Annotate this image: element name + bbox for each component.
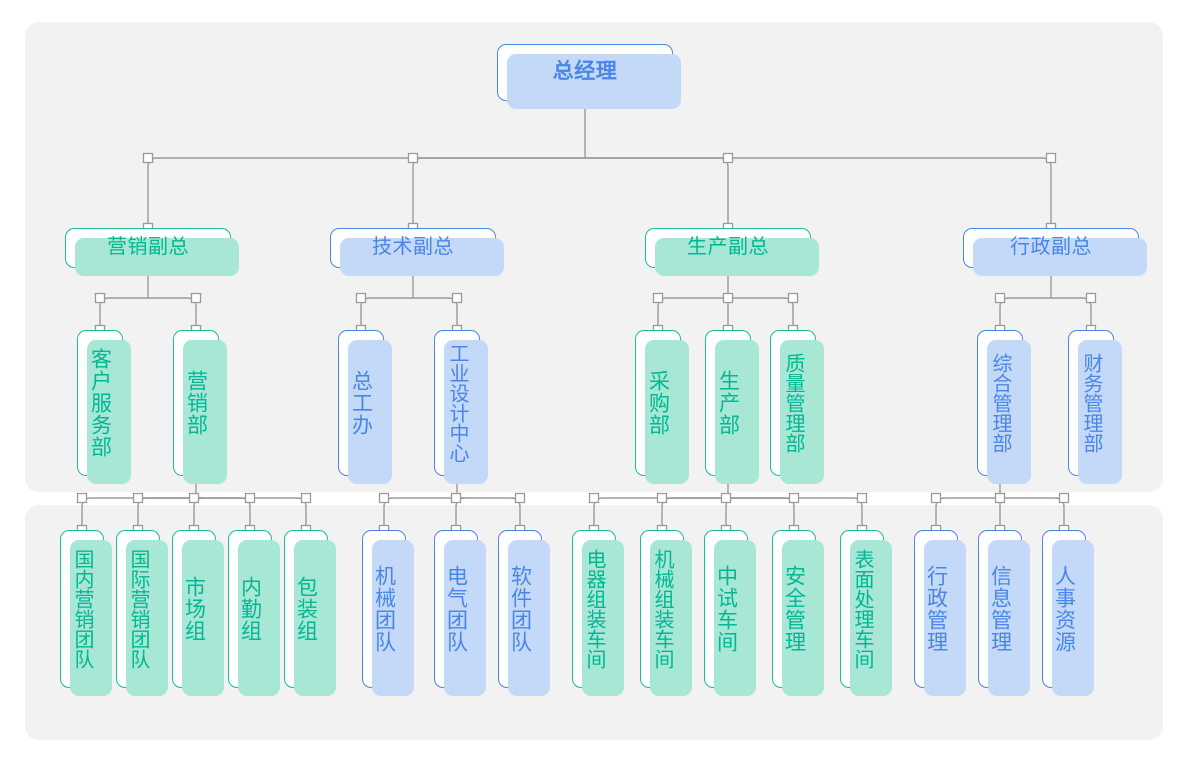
- node-team-mechanical[interactable]: 机械团队: [362, 530, 414, 696]
- node-team-software[interactable]: 软件团队: [498, 530, 550, 696]
- node-label: 国内营销团队: [71, 549, 93, 669]
- node-label: 电器组装车间: [583, 549, 605, 669]
- node-shadow: [714, 540, 756, 696]
- node-shadow: [182, 540, 224, 696]
- node-label: 营销副总: [107, 236, 189, 259]
- node-label: 表面处理车间: [851, 549, 873, 669]
- node-dept-customer-service[interactable]: 客户服务部: [77, 330, 131, 484]
- node-vp-marketing[interactable]: 营销副总: [65, 228, 239, 276]
- node-team-safety-management[interactable]: 安全管理: [772, 530, 824, 696]
- node-label: 内勤组: [238, 576, 262, 642]
- node-shadow: [782, 540, 824, 696]
- node-team-electrical[interactable]: 电气团队: [434, 530, 486, 696]
- node-label: 行政副总: [1010, 236, 1092, 259]
- node-label: 行政管理: [924, 565, 948, 653]
- node-dept-industrial-design-center[interactable]: 工业设计中心: [434, 330, 488, 484]
- node-team-international-marketing[interactable]: 国际营销团队: [116, 530, 168, 696]
- node-team-packaging-group[interactable]: 包装组: [284, 530, 336, 696]
- node-team-market-group[interactable]: 市场组: [172, 530, 224, 696]
- node-shadow: [655, 238, 819, 276]
- node-shadow: [715, 340, 759, 484]
- node-vp-production[interactable]: 生产副总: [645, 228, 819, 276]
- node-shadow: [340, 238, 504, 276]
- node-label: 人事资源: [1052, 565, 1076, 653]
- node-label: 软件团队: [508, 565, 532, 653]
- node-label: 采购部: [646, 370, 670, 436]
- node-shadow: [444, 340, 488, 484]
- node-shadow: [87, 340, 131, 484]
- node-shadow: [70, 540, 112, 696]
- node-dept-finance-management[interactable]: 财务管理部: [1068, 330, 1122, 484]
- node-shadow: [75, 238, 239, 276]
- node-shadow: [582, 540, 624, 696]
- node-root[interactable]: 总经理: [497, 44, 681, 109]
- node-shadow: [780, 340, 824, 484]
- node-label: 机械组装车间: [651, 549, 673, 669]
- node-shadow: [987, 340, 1031, 484]
- node-label: 生产部: [716, 370, 740, 436]
- node-shadow: [126, 540, 168, 696]
- node-team-information-management[interactable]: 信息管理: [978, 530, 1030, 696]
- node-shadow: [645, 340, 689, 484]
- node-label: 中试车间: [714, 565, 738, 653]
- node-dept-general-management[interactable]: 综合管理部: [977, 330, 1031, 484]
- node-shadow: [294, 540, 336, 696]
- node-label: 机械团队: [372, 565, 396, 653]
- node-label: 信息管理: [988, 565, 1012, 653]
- node-label: 总工办: [349, 370, 373, 436]
- node-shadow: [973, 238, 1147, 276]
- node-dept-chief-engineer-office[interactable]: 总工办: [338, 330, 392, 484]
- node-shadow: [988, 540, 1030, 696]
- node-shadow: [1078, 340, 1122, 484]
- node-team-internal-affairs-group[interactable]: 内勤组: [228, 530, 280, 696]
- node-shadow: [650, 540, 692, 696]
- node-label: 生产副总: [687, 236, 769, 259]
- node-shadow: [924, 540, 966, 696]
- node-shadow: [183, 340, 227, 484]
- node-shadow: [1052, 540, 1094, 696]
- node-shadow: [238, 540, 280, 696]
- node-label: 技术副总: [372, 236, 454, 259]
- node-dept-production[interactable]: 生产部: [705, 330, 759, 484]
- node-shadow: [507, 54, 681, 109]
- node-label: 国际营销团队: [127, 549, 149, 669]
- node-label: 市场组: [182, 576, 206, 642]
- node-label: 综合管理部: [989, 353, 1011, 453]
- node-label: 营销部: [184, 370, 208, 436]
- node-dept-purchasing[interactable]: 采购部: [635, 330, 689, 484]
- node-dept-marketing[interactable]: 营销部: [173, 330, 227, 484]
- node-team-administrative-management[interactable]: 行政管理: [914, 530, 966, 696]
- node-label: 电气团队: [444, 565, 468, 653]
- node-shadow: [850, 540, 892, 696]
- node-label: 总经理: [552, 60, 618, 84]
- node-shadow: [372, 540, 414, 696]
- node-label: 安全管理: [782, 565, 806, 653]
- node-shadow: [348, 340, 392, 484]
- node-workshop-mechanical-assembly[interactable]: 机械组装车间: [640, 530, 692, 696]
- node-shadow: [444, 540, 486, 696]
- node-label: 包装组: [294, 576, 318, 642]
- node-team-domestic-marketing[interactable]: 国内营销团队: [60, 530, 112, 696]
- node-label: 工业设计中心: [446, 343, 468, 463]
- node-label: 质量管理部: [782, 353, 804, 453]
- node-team-human-resources[interactable]: 人事资源: [1042, 530, 1094, 696]
- node-workshop-pilot-test[interactable]: 中试车间: [704, 530, 756, 696]
- node-workshop-surface-treatment[interactable]: 表面处理车间: [840, 530, 892, 696]
- node-vp-administration[interactable]: 行政副总: [963, 228, 1147, 276]
- node-vp-technology[interactable]: 技术副总: [330, 228, 504, 276]
- node-label: 财务管理部: [1080, 353, 1102, 453]
- node-workshop-electrical-assembly[interactable]: 电器组装车间: [572, 530, 624, 696]
- node-dept-quality-management[interactable]: 质量管理部: [770, 330, 824, 484]
- node-shadow: [508, 540, 550, 696]
- node-label: 客户服务部: [88, 348, 112, 458]
